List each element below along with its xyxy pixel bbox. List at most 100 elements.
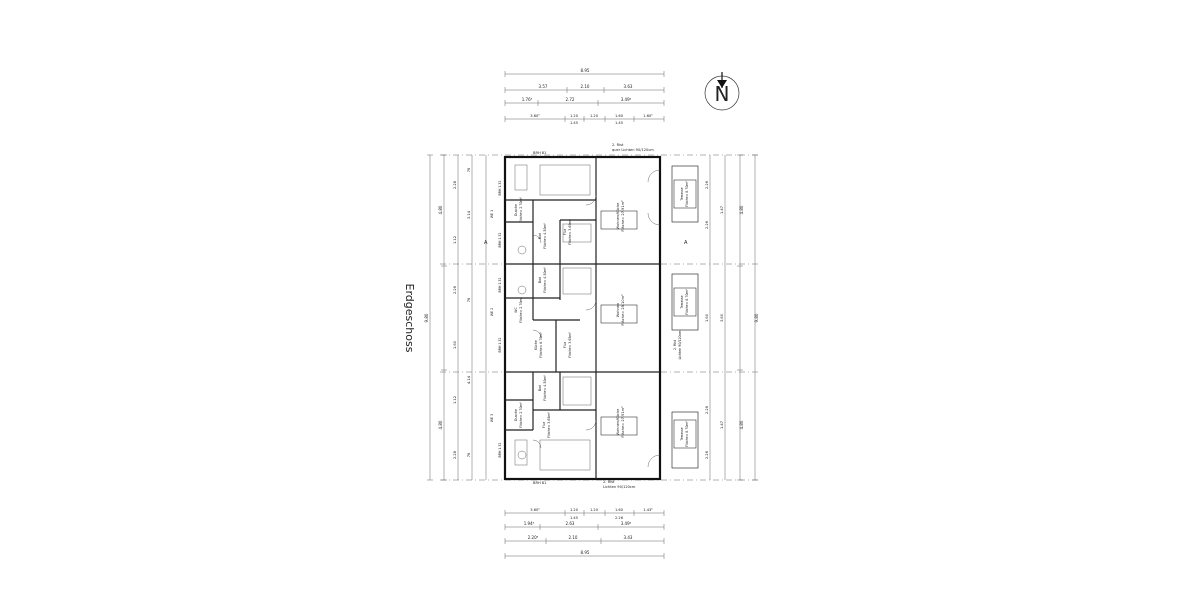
- dim-left-a-3: 2.26: [453, 285, 457, 294]
- dim-bot-r1b-a: 1.45: [570, 516, 578, 520]
- room-wohnkueche-bot-name: Wohnen/Küche: [616, 408, 620, 436]
- brh-side-2: BRH 1.32: [498, 233, 502, 248]
- floor-title: Erdgeschoss: [403, 284, 416, 353]
- terrace-2-area: Fläche= 8.70m²: [685, 288, 689, 314]
- we-label-1: WE 1: [490, 210, 494, 218]
- room-bad-2-name: Bad: [538, 277, 542, 283]
- dim-right-overall: 9.80: [754, 313, 759, 322]
- dim-top-r3-b: 2.72: [566, 97, 575, 102]
- building: [503, 155, 662, 481]
- section-a-right: A: [684, 240, 688, 246]
- window-note-top-2: quer Lichten 90/120cm: [612, 148, 654, 152]
- dim-right-i-2: 2.26: [705, 220, 709, 229]
- dim-bot-r3-a: 2.20⁵: [528, 535, 539, 540]
- dim-bot-r2-b: 2.63: [566, 521, 575, 526]
- dim-left-b-1: 76: [467, 167, 471, 172]
- dim-top-r3-a: 1.76⁵: [522, 97, 533, 102]
- dim-left-a-2: 1.12: [453, 236, 457, 244]
- room-dusche-2-name: Dusche: [514, 409, 518, 421]
- dim-top-r4-c: 1.20: [590, 114, 599, 118]
- terrace-2-name: Terrasse: [680, 295, 684, 309]
- dim-top-r2-b: 2.10: [581, 84, 590, 89]
- terrace-1-name: Terrasse: [680, 187, 684, 201]
- dim-top-r4-a: 3.60⁵: [530, 114, 540, 118]
- window-note-bot-1: 2. Rist: [603, 480, 615, 484]
- left-dimensions: 9.80 4.80 4.80 2.28 1.12 2.26 1.60 1.12 …: [424, 154, 487, 481]
- brh-side-3: BRH 1.32: [498, 278, 502, 293]
- brh-side-5: BRH 1.32: [498, 443, 502, 458]
- dim-bot-r3-b: 2.10: [569, 535, 578, 540]
- dim-right-i-1: 2.26: [705, 180, 709, 189]
- dim-left-overall: 9.80: [424, 313, 429, 322]
- window-note-top-1: 2. Rist: [612, 143, 624, 147]
- room-wohnkueche-top-area: Fläche= 27.91m²: [621, 200, 625, 232]
- brh-top: BRH 81: [533, 151, 546, 155]
- room-dusche-1-area: Fläche= 2.70m²: [519, 196, 523, 222]
- room-bad-3-name: Bad: [538, 385, 542, 391]
- right-dimensions: 9.80 4.80 4.80 2.26 2.26 1.60 2.26 2.26 …: [705, 154, 759, 481]
- room-kueche-mid-area: Fläche= 6.70m²: [539, 331, 543, 357]
- window-note-mid-1: 2. Rist: [673, 339, 677, 350]
- dim-right-i-5: 2.26: [705, 450, 709, 459]
- room-flur-3-name: Flur: [542, 421, 546, 428]
- dim-bot-r1-a: 3.60⁵: [530, 508, 540, 512]
- window-notes: 2. Rist quer Lichten 90/120cm 2. Rist Li…: [490, 143, 682, 489]
- dim-left-b-5: 76: [467, 452, 471, 457]
- room-labels: Wohnen/Küche Fläche= 27.91m² Wohnen Fläc…: [514, 196, 638, 438]
- terraces: Terrasse Fläche= 8.70m² Terrasse Fläche=…: [671, 165, 699, 469]
- room-bad-3-area: Fläche= 4.50m²: [543, 374, 547, 400]
- we-label-3: WE 3: [490, 414, 494, 422]
- dim-right-i-3: 1.60: [705, 313, 709, 322]
- axis-lines: A A: [440, 154, 760, 481]
- dim-left-b-2: 3.14: [467, 210, 471, 219]
- dim-top-r4b-b: 1.45: [615, 121, 623, 125]
- dim-left-seg-2: 4.80: [438, 420, 443, 429]
- dim-bot-r2-c: 3.49⁵: [621, 521, 632, 526]
- dim-top-r2-a: 3.57: [539, 84, 548, 89]
- we-label-2: WE 2: [490, 308, 494, 316]
- room-wc-mid-area: Fläche= 2.70m²: [519, 296, 523, 322]
- dim-bot-r1-d: 1.60: [615, 508, 624, 512]
- dim-bot-r2-a: 1.94⁵: [524, 521, 535, 526]
- window-note-mid-2: Lichten 90/120cm: [678, 331, 682, 360]
- dim-left-b-4: 4.14: [467, 375, 471, 384]
- north-arrow-icon: N: [704, 72, 740, 111]
- dim-bot-overall: 8.95: [581, 550, 590, 555]
- room-dusche-1-name: Dusche: [514, 204, 518, 216]
- room-bad-1-name: Bad: [538, 233, 542, 239]
- bottom-dimensions: 3.60⁵ 1.20 1.20 1.60 1.43⁵ 1.45 2.26 1.9…: [504, 508, 665, 559]
- dim-top-r2-c: 3.63: [624, 84, 633, 89]
- dim-right-seg-2: 4.80: [739, 420, 744, 429]
- dim-right-seg-1: 4.80: [739, 205, 744, 214]
- terrace-3-area: Fläche= 8.70m²: [685, 420, 689, 446]
- dim-top-r4-b: 1.20: [570, 114, 579, 118]
- dim-top-r4b-a: 1.45: [570, 121, 578, 125]
- dim-right-b-1: 1.47: [720, 206, 724, 214]
- dim-left-a-4: 1.60: [453, 340, 457, 349]
- dim-right-i-4: 2.26: [705, 405, 709, 414]
- brh-side-1: BRH 1.32: [498, 181, 502, 196]
- room-flur-3-area: Fläche= 3.65m²: [547, 411, 551, 437]
- room-wohnkueche-bot-area: Fläche= 27.91m²: [621, 406, 625, 438]
- room-bad-2-area: Fläche= 4.50m²: [543, 266, 547, 292]
- room-flur-2-area: Fläche= 3.65m²: [568, 331, 572, 357]
- dim-left-a-6: 2.28: [453, 450, 457, 459]
- room-flur-1-name: Flur: [563, 228, 567, 235]
- brh-bottom: BRH 81: [533, 481, 546, 485]
- dim-left-seg-1: 4.80: [438, 205, 443, 214]
- dim-left-a-5: 1.12: [453, 396, 457, 404]
- room-wc-mid-name: WC: [514, 307, 518, 313]
- dim-top-overall: 8.95: [581, 68, 590, 73]
- dim-bot-r1-e: 1.43⁵: [643, 508, 653, 512]
- room-wohnen-mid-name: Wohnen: [616, 303, 620, 318]
- dim-top-r4-d: 1.60: [615, 114, 624, 118]
- terrace-1-area: Fläche= 8.70m²: [685, 180, 689, 206]
- section-a-left: A: [484, 240, 488, 246]
- room-kueche-mid-name: Küche: [534, 340, 538, 350]
- dim-bot-r1b-b: 2.26: [615, 516, 624, 520]
- dim-top-r4-e: 1.60⁵: [643, 114, 653, 118]
- dim-right-b-3: 1.47: [720, 421, 724, 429]
- north-label: N: [715, 82, 730, 106]
- room-wohnkueche-top-name: Wohnen/Küche: [616, 202, 620, 230]
